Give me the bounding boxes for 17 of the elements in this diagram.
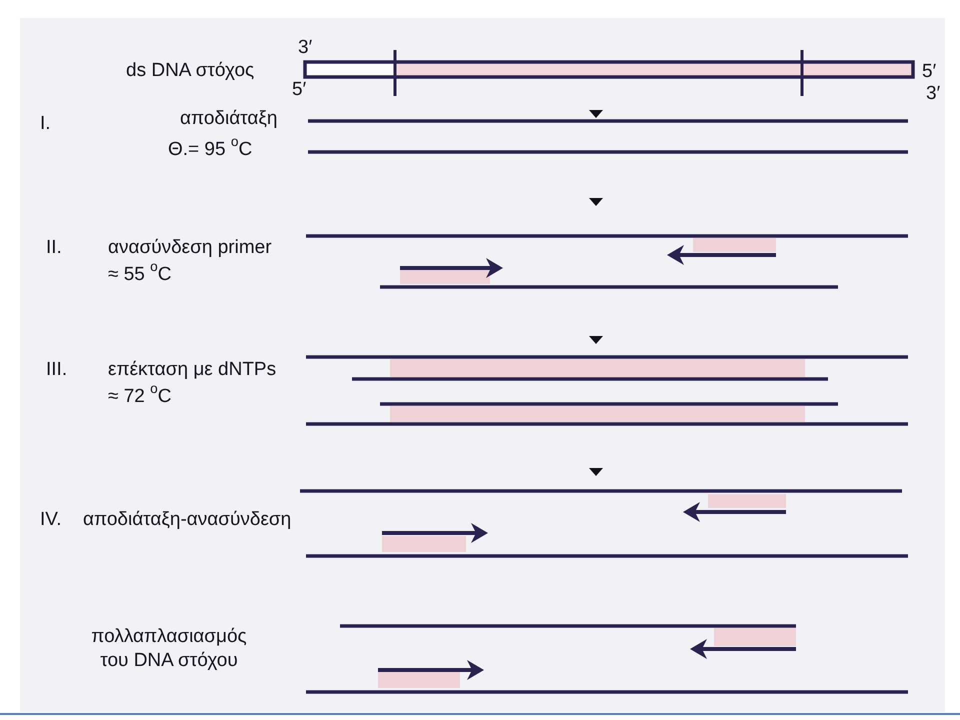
step-label: αποδιάταξη <box>180 107 278 131</box>
step-label: ανασύνδεση primer <box>108 236 272 260</box>
step-label: επέκταση με dNTPs <box>108 358 276 382</box>
temperature-label: Θ.= 95 $^{o}$C <box>168 138 252 162</box>
step-number: II. <box>46 236 62 260</box>
temperature-label: ≈ 55 $^{o}$C <box>108 263 172 287</box>
strand-end-label: 3′ <box>298 36 312 60</box>
strand-end-label: 5′ <box>922 60 936 84</box>
step-number: I. <box>40 112 51 136</box>
step-number: III. <box>46 358 68 382</box>
step-label: αποδιάταξη-ανασύνδεση <box>83 508 292 532</box>
strand-end-label: 5′ <box>292 78 306 102</box>
step-label: πολλαπλασιασμός του DNA στόχου <box>90 625 248 673</box>
temperature-label: ≈ 72 $^{o}$C <box>108 385 172 409</box>
target-label: ds DNA στόχος <box>126 59 254 83</box>
step-number: IV. <box>40 508 62 532</box>
strand-end-label: 3′ <box>926 82 940 106</box>
